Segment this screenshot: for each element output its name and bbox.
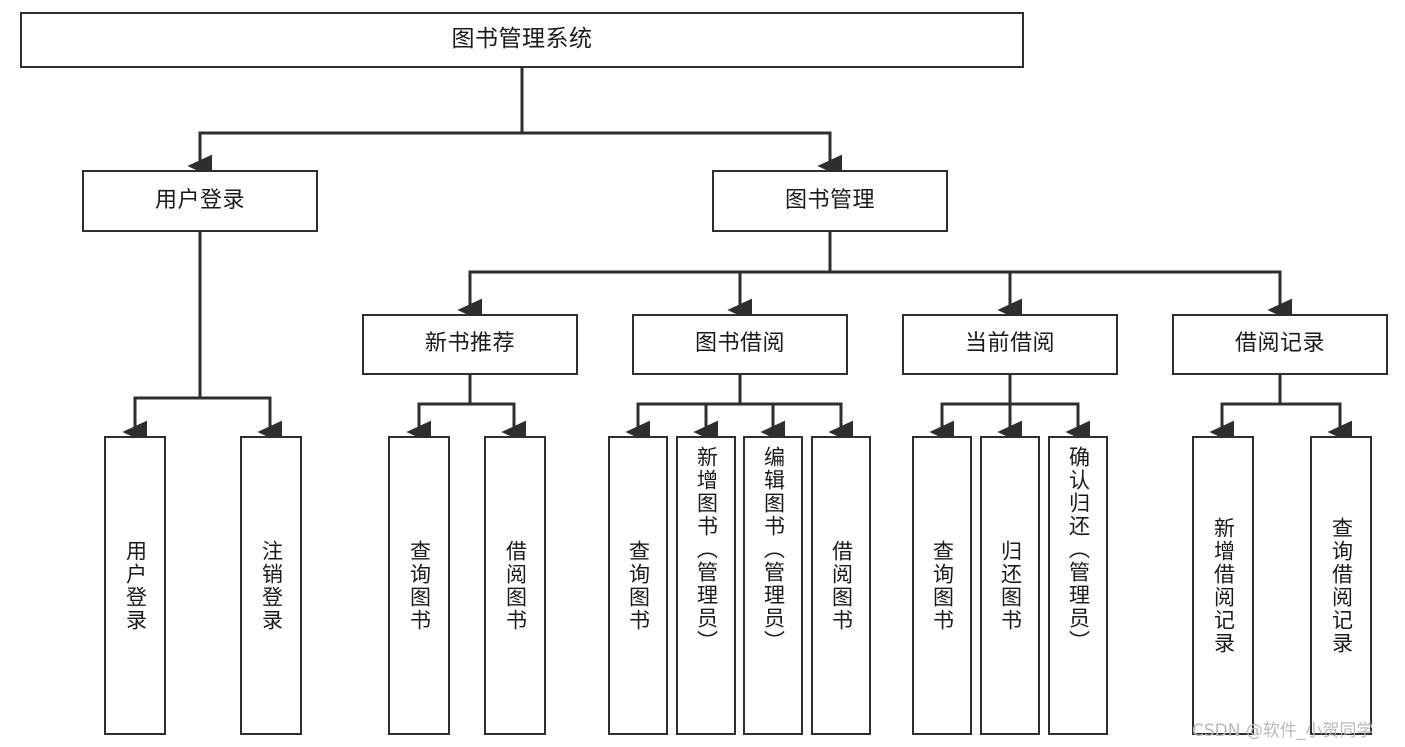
node-leaf-add-book-admin[interactable]: 新增图书（管理员） (676, 436, 736, 735)
node-label: 图书管理 (784, 187, 875, 213)
node-label: 查询图书 (626, 539, 651, 632)
node-label: 用户登录 (123, 539, 148, 632)
node-leaf-confirm-return-admin[interactable]: 确认归还（管理员） (1048, 436, 1108, 735)
node-label: 查询借阅记录 (1329, 516, 1354, 655)
node-user-login[interactable]: 用户登录 (82, 170, 318, 232)
node-label: 用户登录 (154, 187, 245, 213)
node-leaf-query-book-new-rec[interactable]: 查询图书 (388, 436, 450, 735)
node-leaf-borrow-book-new-rec[interactable]: 借阅图书 (484, 436, 546, 735)
node-leaf-add-borrow-record[interactable]: 新增借阅记录 (1192, 436, 1254, 735)
node-label: 借阅记录 (1234, 331, 1325, 357)
node-label: 注销登录 (259, 539, 284, 632)
node-label: 借阅图书 (829, 539, 854, 632)
node-leaf-edit-book-admin[interactable]: 编辑图书（管理员） (743, 436, 803, 735)
node-label: 归还图书 (998, 539, 1023, 632)
node-leaf-user-login[interactable]: 用户登录 (104, 436, 166, 735)
node-label: 确认归还（管理员） (1066, 446, 1091, 653)
node-new-book-recommendation[interactable]: 新书推荐 (362, 314, 578, 375)
node-book-borrowing[interactable]: 图书借阅 (632, 314, 848, 375)
node-leaf-query-book-current[interactable]: 查询图书 (912, 436, 972, 735)
node-leaf-return-book[interactable]: 归还图书 (980, 436, 1040, 735)
node-current-borrowing[interactable]: 当前借阅 (902, 314, 1118, 375)
csdn-watermark: CSDN @软件_小贺同学 (1192, 721, 1374, 741)
node-borrowing-record[interactable]: 借阅记录 (1172, 314, 1388, 375)
node-leaf-borrow-book-borrow[interactable]: 借阅图书 (811, 436, 871, 735)
node-label: 新增图书（管理员） (694, 446, 719, 653)
node-leaf-query-borrow-record[interactable]: 查询借阅记录 (1310, 436, 1372, 735)
node-label: 图书借阅 (694, 331, 785, 357)
node-label: 查询图书 (930, 539, 955, 632)
node-label: 图书管理系统 (451, 26, 593, 53)
node-book-management[interactable]: 图书管理 (712, 170, 948, 232)
node-label: 编辑图书（管理员） (761, 446, 786, 653)
node-leaf-logout[interactable]: 注销登录 (240, 436, 302, 735)
node-label: 借阅图书 (503, 539, 528, 632)
node-root-book-management-system[interactable]: 图书管理系统 (20, 12, 1024, 68)
node-label: 当前借阅 (964, 331, 1055, 357)
node-label: 新增借阅记录 (1211, 516, 1236, 655)
node-label: 新书推荐 (424, 331, 515, 357)
node-label: 查询图书 (407, 539, 432, 632)
node-leaf-query-book-borrow[interactable]: 查询图书 (608, 436, 668, 735)
